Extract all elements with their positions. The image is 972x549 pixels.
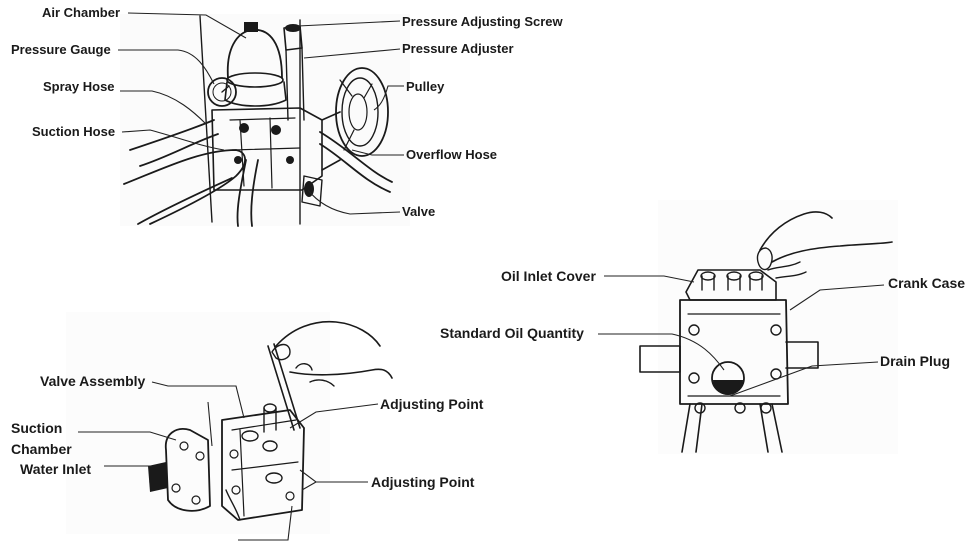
label-valve-assembly: Valve Assembly [40, 373, 146, 389]
crank-case-leader-lines [598, 275, 885, 397]
label-suction-chamber: Suction Chamber [11, 420, 72, 457]
label-crank-case: Crank Case [888, 275, 966, 291]
pump-leader-lines [118, 12, 404, 215]
label-adjusting-point-upper: Adjusting Point [380, 396, 484, 412]
label-pulley: Pulley [406, 79, 445, 94]
label-adjusting-point-lower: Adjusting Point [371, 474, 475, 490]
label-valve: Valve [402, 204, 436, 219]
label-air-chamber: Air Chamber [42, 5, 121, 20]
label-water-inlet: Water Inlet [20, 461, 92, 477]
pump-assembly-drawing [120, 14, 410, 227]
label-pressure-gauge: Pressure Gauge [11, 42, 111, 57]
label-spray-hose: Spray Hose [43, 79, 115, 94]
label-standard-oil-quantity: Standard Oil Quantity [440, 325, 584, 341]
valve-assembly-drawing [66, 312, 393, 534]
crank-case-drawing [639, 200, 898, 454]
label-oil-inlet-cover: Oil Inlet Cover [501, 268, 596, 284]
label-drain-plug: Drain Plug [880, 353, 951, 369]
label-overflow-hose: Overflow Hose [406, 147, 498, 162]
valve-leader-lines [78, 381, 379, 541]
label-suction-hose: Suction Hose [32, 124, 116, 139]
label-pressure-adjusting-screw: Pressure Adjusting Screw [402, 14, 563, 29]
label-pressure-adjuster: Pressure Adjuster [402, 41, 514, 56]
